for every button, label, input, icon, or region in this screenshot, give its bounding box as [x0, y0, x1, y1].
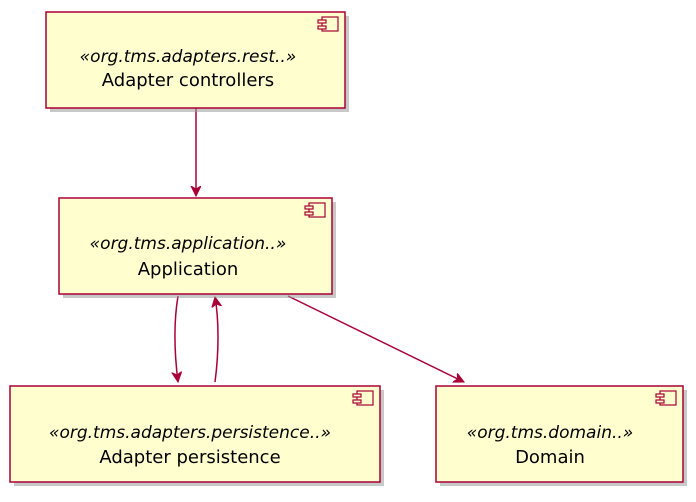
edge-persistence-to-application: [215, 297, 218, 383]
component-name: Adapter controllers: [102, 70, 274, 91]
component-name: Application: [138, 259, 239, 280]
dependency-edges: [175, 107, 464, 382]
component-name: Domain: [515, 447, 585, 468]
component-stereotype: «org.tms.domain..»: [467, 423, 634, 443]
component-icon: [352, 390, 374, 406]
component-adapter-controllers[interactable]: «org.tms.adapters.rest..» Adapter contro…: [45, 11, 349, 112]
component-adapter-persistence[interactable]: «org.tms.adapters.persistence..» Adapter…: [9, 385, 384, 486]
component-icon: [655, 390, 677, 406]
component-name: Adapter persistence: [99, 447, 280, 468]
component-icon: [304, 202, 326, 218]
edge-application-to-domain: [287, 295, 464, 383]
edge-application-to-persistence: [175, 295, 178, 382]
component-icon: [317, 16, 339, 32]
component-stereotype: «org.tms.application..»: [90, 234, 287, 254]
component-stereotype: «org.tms.adapters.persistence..»: [49, 423, 331, 443]
component-application[interactable]: «org.tms.application..» Application: [58, 197, 336, 298]
component-stereotype: «org.tms.adapters.rest..»: [80, 47, 297, 67]
component-domain[interactable]: «org.tms.domain..» Domain: [435, 385, 687, 486]
